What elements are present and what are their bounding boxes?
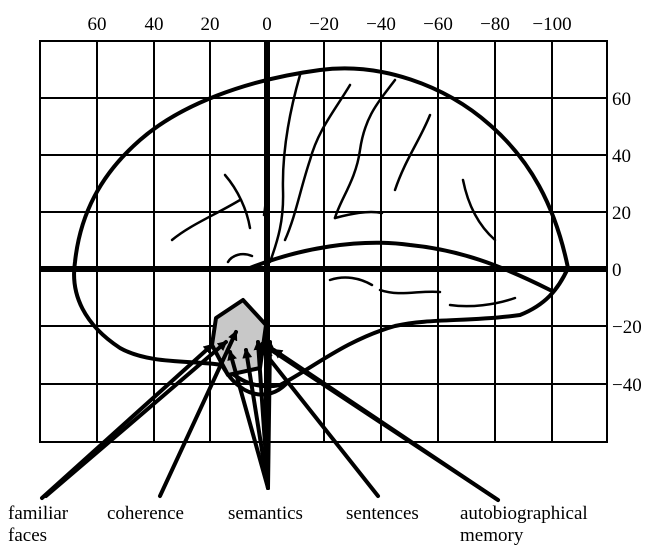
sulci <box>170 73 517 308</box>
sylvian-fissure <box>248 240 552 292</box>
label-sentences: sentences <box>346 503 419 525</box>
sulcus <box>262 158 270 217</box>
brain <box>72 66 570 397</box>
x-tick-labels: 60 40 20 0 −20 −40 −60 −80 −100 <box>88 14 572 35</box>
arrow-autobiographical-memory <box>272 348 500 502</box>
arrow-semantics <box>242 348 270 490</box>
sulcus <box>461 178 497 242</box>
label-coherence-text: coherence <box>107 503 184 524</box>
label-autobiographical-memory-text: autobiographical memory <box>460 503 588 546</box>
sulcus <box>448 296 517 308</box>
sulcus <box>170 198 242 242</box>
x-tick-label: −40 <box>366 14 396 35</box>
sulcus <box>223 173 252 230</box>
sulcus <box>333 78 397 220</box>
label-familiar-faces: familiar faces <box>8 503 68 547</box>
x-tick-label: 20 <box>201 14 220 35</box>
label-autobiographical-memory: autobiographical memory <box>460 503 588 547</box>
arrow-semantics <box>264 340 275 490</box>
y-tick-label: 60 <box>612 89 631 110</box>
main-axes <box>40 41 607 442</box>
x-tick-label: −80 <box>480 14 510 35</box>
y-tick-label: 20 <box>612 203 631 224</box>
x-tick-label: −100 <box>532 14 571 35</box>
label-semantics: semantics <box>228 503 303 525</box>
x-tick-label: −60 <box>423 14 453 35</box>
sulcus <box>283 83 352 242</box>
sulcus <box>268 73 302 264</box>
label-familiar-faces-text: familiar faces <box>8 503 69 546</box>
sulcus <box>393 113 432 192</box>
x-tick-label: 40 <box>145 14 164 35</box>
y-tick-label: −40 <box>612 375 642 396</box>
label-coherence: coherence <box>107 503 184 525</box>
arrow-familiar-faces <box>44 340 228 498</box>
arrow-familiar-faces <box>40 343 214 500</box>
label-semantics-text: semantics <box>228 503 303 524</box>
sulcus <box>328 276 374 287</box>
arrow-sentences <box>262 350 380 498</box>
sulcus <box>378 288 442 295</box>
sulcus <box>226 253 254 264</box>
x-tick-label: 60 <box>88 14 107 35</box>
y-tick-label: −20 <box>612 317 642 338</box>
y-tick-labels: 60 40 20 0 −20 −40 <box>612 89 642 396</box>
sulcus <box>333 210 384 220</box>
arrow-semantics <box>227 350 270 490</box>
label-sentences-text: sentences <box>346 503 419 524</box>
x-tick-label: −20 <box>309 14 339 35</box>
x-tick-label: 0 <box>262 14 272 35</box>
y-tick-label: 40 <box>612 146 631 167</box>
arrow-coherence <box>158 330 238 498</box>
arrows <box>40 330 500 502</box>
y-tick-label: 0 <box>612 260 622 281</box>
brain-outline <box>72 66 570 389</box>
